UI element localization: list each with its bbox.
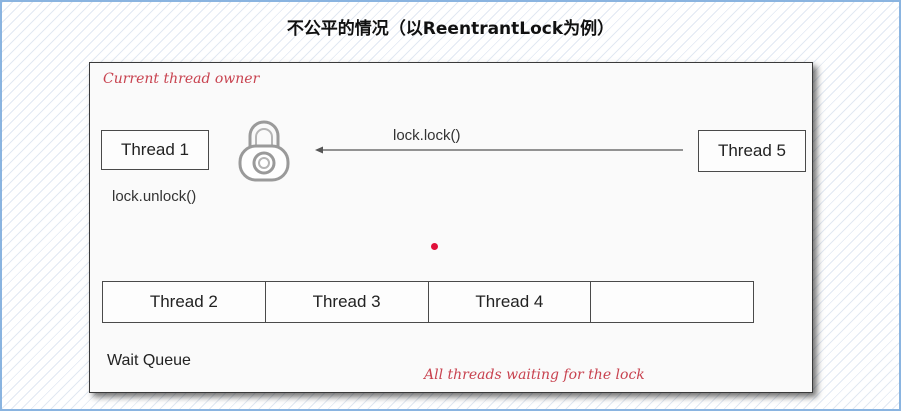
arrow-left-icon [315, 146, 683, 154]
diagram-frame: Current thread owner Thread 1 lock.unloc… [89, 62, 813, 393]
wait-queue: Thread 2 Thread 3 Thread 4 [102, 281, 754, 323]
owner-thread-box: Thread 1 [101, 130, 209, 170]
page-title: 不公平的情况（以ReentrantLock为例） [286, 19, 615, 39]
incoming-thread-box: Thread 5 [698, 130, 806, 172]
red-dot-marker [431, 243, 438, 250]
queue-slot: Thread 3 [266, 282, 429, 322]
owner-label: Current thread owner [103, 71, 260, 87]
unlock-call-text: lock.unlock() [112, 188, 197, 205]
queue-slot: Thread 2 [103, 282, 266, 322]
queue-slot: Thread 4 [429, 282, 592, 322]
lock-call-text: lock.lock() [393, 127, 461, 144]
waiting-threads-label: All threads waiting for the lock [424, 367, 645, 383]
queue-slot [591, 282, 753, 322]
wait-queue-label: Wait Queue [107, 352, 191, 369]
padlock-icon [238, 120, 290, 182]
